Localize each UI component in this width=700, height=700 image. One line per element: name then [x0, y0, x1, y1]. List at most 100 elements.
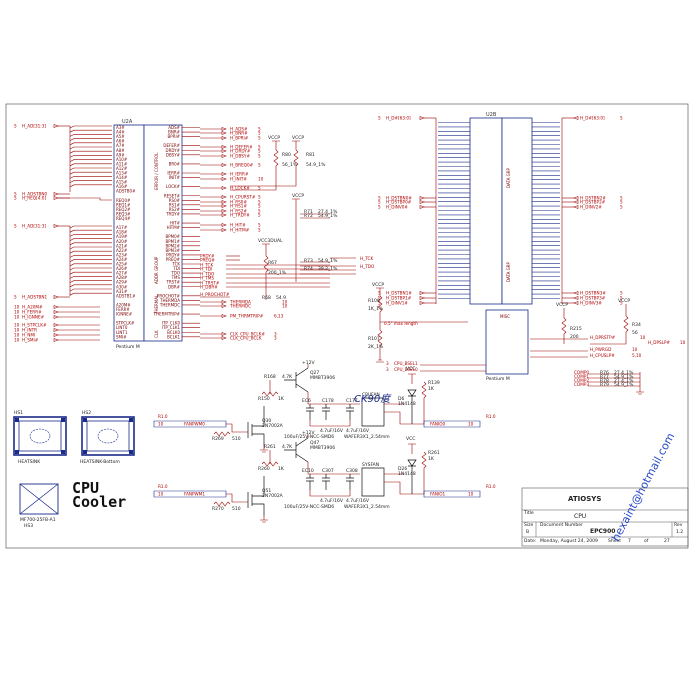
- misc-net-label: H_PWRGD: [590, 347, 611, 352]
- misc-net-pin: 10: [680, 340, 686, 345]
- cap-b-ref: C177: [346, 398, 358, 404]
- heatsink-hs1: HS1 HEATSINK: [13, 410, 67, 465]
- misc-wire: [420, 338, 588, 372]
- fan-ctrl-pin: 10: [158, 492, 164, 497]
- fan-gate-wire: [226, 493, 248, 503]
- u2a-net-pin: 5: [258, 131, 261, 136]
- u2a-left-pins: A3#A4#A5#A6#A7#A8#A9#A10#A11#A12#A13#A14…: [116, 125, 136, 339]
- bus-entry: [69, 142, 112, 146]
- fan-connector: [361, 467, 385, 497]
- bus-flag: [53, 328, 59, 332]
- bus-flag: [53, 323, 59, 327]
- vccp-rail-label-3: VCCP: [292, 193, 304, 199]
- misc-net-pin: 10: [640, 335, 646, 340]
- of-label: of: [644, 538, 649, 544]
- u2a-right-pin: BPM3#: [165, 248, 180, 253]
- u2a-right-pin: BPM2#: [165, 243, 180, 248]
- thermal-net-pin: 6,13: [274, 314, 284, 319]
- u2a-net-pin: 5: [258, 195, 261, 200]
- bus-flag: [53, 124, 59, 128]
- data-right-flag: [573, 291, 579, 295]
- u2a-right-pin: BPM0#: [165, 234, 180, 239]
- u2a-net-label: H_RS2#: [230, 209, 247, 214]
- bus-pin-ref: 5: [14, 196, 17, 201]
- misc-resistor-ref: R76: [600, 370, 609, 376]
- misc-net-label: CPU_BSEL0: [394, 367, 418, 372]
- misc-net-label: CPU_BSEL1: [394, 361, 418, 366]
- fet-ref: Q51: [262, 488, 271, 494]
- misc-net-label: H_CPUSLP#: [590, 353, 615, 358]
- u2a-right-pin: PRDY#: [166, 252, 180, 257]
- gate-resistor-value: 510: [232, 506, 241, 512]
- data-left-flag: [419, 301, 425, 305]
- data-right-net: H_D#[63:0]: [580, 116, 605, 121]
- misc-resistor-ref: R34: [632, 322, 641, 328]
- vcc-wire: [408, 373, 416, 384]
- bjt-part: MMBT3906: [310, 375, 335, 381]
- bus-flag: [53, 315, 59, 319]
- u2a-part: Pentium M: [116, 344, 140, 350]
- cap-a-ref: C307: [322, 468, 334, 474]
- u2a-right-pin: BCLK0: [167, 330, 180, 335]
- misc-resistor-value: 27.4_1%: [614, 378, 634, 384]
- u2a-right-pin: ADS#: [168, 125, 180, 130]
- net-flag: [221, 200, 227, 204]
- thermal-net-pin: 3: [274, 336, 277, 341]
- data-right-net: H_DINV2#: [580, 205, 602, 210]
- resistor-value: 54.9: [276, 295, 286, 301]
- fan-tach-net: FANIO1: [430, 492, 446, 497]
- bus-net-label: H_FERR#: [22, 310, 42, 315]
- u2a-left-pin: A17#: [116, 225, 128, 230]
- resistor-value: 54.9_1%: [318, 258, 338, 264]
- u2a-left-pin: A5#: [116, 134, 125, 139]
- resistor-ref: R74: [304, 266, 313, 272]
- gate-resistor-ref: R269: [212, 436, 224, 442]
- bus-entry: [69, 246, 112, 250]
- bus-entry: [69, 280, 112, 283]
- u2a-left-pin: STPCLK#: [116, 321, 135, 326]
- sheet-total: 27: [664, 538, 670, 544]
- bus-net-label: H_SMI#: [22, 338, 39, 343]
- misc-resistor-ref: R78: [600, 378, 609, 384]
- net-flag: [221, 177, 227, 181]
- bus-net-label: H_AD[31:3]: [22, 124, 46, 129]
- u2a-net-pin: 5: [258, 154, 261, 159]
- fan-ctrl-flag: [153, 490, 227, 498]
- u2b-ref: U2B: [486, 112, 497, 118]
- u2a-left-pin: A14#: [116, 175, 128, 180]
- net-flag: [221, 172, 227, 176]
- u2a-right-pin: BPM1#: [165, 239, 180, 244]
- u2a-net-label: H_TRDY#: [230, 213, 250, 218]
- u2a-net-label: H_DBSY#: [230, 154, 250, 159]
- u2a-right-pin: DBSY#: [166, 152, 181, 157]
- net-flag: [221, 209, 227, 213]
- u2a-net-pin: 5: [258, 228, 261, 233]
- bus-entry: [69, 176, 112, 179]
- net-flag: [221, 186, 227, 190]
- data-right-net: H_DSTBP3#: [580, 296, 606, 301]
- fet-part: 2N7002A: [262, 493, 284, 499]
- u2a-right-pin: BPRI#: [168, 134, 181, 139]
- u2a-net-pin: 5: [258, 163, 261, 168]
- bus-flag: [53, 192, 59, 196]
- bus-entry: [69, 259, 112, 262]
- misc-net-label: COMP0: [574, 370, 589, 375]
- u2a-left-pin: A3#: [116, 125, 125, 130]
- u2a-left-pin: A20M#: [116, 302, 131, 307]
- cpu-cooler-title-line2: Cooler: [72, 493, 126, 511]
- vcc3dual-rail-label: VCC3DUAL: [258, 238, 283, 244]
- elec-cap-ref: EC10: [302, 468, 314, 474]
- u2a-left-pin: REQ3#: [116, 211, 131, 216]
- u2a-left-pin: A22#: [116, 248, 128, 253]
- fan-ctrl-flag: [153, 420, 227, 428]
- u2a-left-pin: ADSTB1#: [116, 293, 136, 298]
- u2a-net-pin: 5: [258, 204, 261, 209]
- company-name: ATIOSYS: [568, 495, 601, 503]
- thermal-net-label: CLK_CPU_BCLK: [230, 336, 262, 341]
- fan-tach-flag: [423, 420, 481, 428]
- thermal-net-pin: 10: [282, 300, 288, 305]
- p12v-rail-label: +12V: [302, 430, 315, 436]
